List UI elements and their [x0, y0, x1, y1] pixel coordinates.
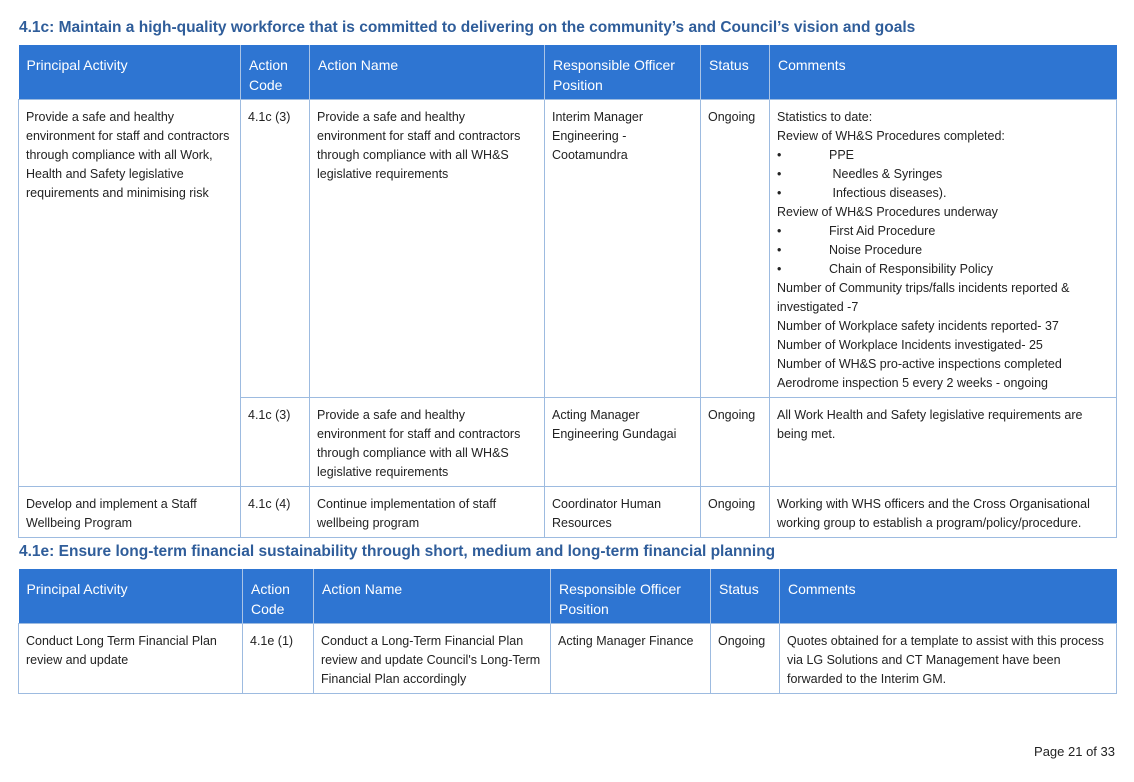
header-principal-activity: Principal Activity — [18, 569, 243, 623]
cell-action-name: Conduct a Long-Term Financial Plan revie… — [313, 622, 551, 694]
header-action-name: Action Name — [313, 569, 551, 623]
table-row: 4.1c (3) Provide a safe and healthy envi… — [19, 396, 1117, 487]
header-principal-activity: Principal Activity — [18, 45, 241, 99]
comment-line: Number of WH&S pro-active inspections co… — [777, 356, 1062, 371]
comment-line: Review of WH&S Procedures underway — [777, 204, 998, 219]
header-status: Status — [700, 45, 770, 99]
cell-action-name: Provide a safe and healthy environment f… — [309, 396, 545, 487]
section-heading-4-1e: 4.1e: Ensure long-term financial sustain… — [19, 543, 776, 560]
cell-action-code: 4.1c (3) — [240, 396, 310, 487]
comment-bullet: •Noise Procedure — [777, 241, 1108, 260]
table-header-row: Principal Activity Action Code Action Na… — [18, 45, 1117, 99]
bullet-icon: • — [777, 185, 782, 200]
bullet-icon: • — [777, 147, 782, 162]
bullet-icon: • — [777, 223, 782, 238]
cell-principal-activity: Provide a safe and healthy environment f… — [18, 98, 241, 487]
cell-responsible-officer: Acting Manager Engineering Gundagai — [544, 396, 701, 487]
header-action-code: Action Code — [242, 569, 314, 623]
comment-bullet: • Infectious diseases). — [777, 184, 1108, 203]
table-row: Conduct Long Term Financial Plan review … — [18, 622, 1117, 694]
comment-line: Number of Workplace Incidents investigat… — [777, 337, 1043, 352]
comment-bullet: •PPE — [777, 146, 1108, 165]
page-number: Page 21 of 33 — [1034, 744, 1115, 759]
header-status: Status — [710, 569, 780, 623]
cell-action-code: 4.1c (4) — [240, 485, 310, 538]
comment-line: Number of Workplace safety incidents rep… — [777, 318, 1059, 333]
cell-responsible-officer: Coordinator Human Resources — [544, 485, 701, 538]
comment-line: Number of Community trips/falls incident… — [777, 280, 1070, 314]
cell-action-code: 4.1e (1) — [242, 622, 314, 694]
cell-responsible-officer: Interim Manager Engineering - Cootamundr… — [544, 98, 701, 398]
cell-status: Ongoing — [710, 622, 780, 694]
header-responsible-officer: Responsible Officer Position — [544, 45, 701, 99]
comment-bullet: •Chain of Responsibility Policy — [777, 260, 1108, 279]
table-header-row: Principal Activity Action Code Action Na… — [18, 569, 1117, 623]
bullet-icon: • — [777, 261, 782, 276]
cell-action-name: Continue implementation of staff wellbei… — [309, 485, 545, 538]
cell-comments: Quotes obtained for a template to assist… — [779, 622, 1117, 694]
cell-status: Ongoing — [700, 98, 770, 398]
cell-comments: All Work Health and Safety legislative r… — [769, 396, 1117, 487]
table-row: Develop and implement a Staff Wellbeing … — [18, 485, 1117, 538]
header-comments: Comments — [779, 569, 1117, 623]
comment-line: Review of WH&S Procedures completed: — [777, 128, 1005, 143]
cell-comments: Working with WHS officers and the Cross … — [769, 485, 1117, 538]
comment-line: Aerodrome inspection 5 every 2 weeks - o… — [777, 375, 1048, 390]
cell-principal-activity: Conduct Long Term Financial Plan review … — [18, 622, 243, 694]
cell-comments: Statistics to date: Review of WH&S Proce… — [769, 98, 1117, 398]
cell-action-name: Provide a safe and healthy environment f… — [309, 98, 545, 398]
cell-status: Ongoing — [700, 485, 770, 538]
cell-action-code: 4.1c (3) — [240, 98, 310, 398]
table-4-1e: Principal Activity Action Code Action Na… — [18, 569, 1117, 694]
comment-bullet: • Needles & Syringes — [777, 165, 1108, 184]
header-action-code: Action Code — [240, 45, 310, 99]
comment-bullet: •First Aid Procedure — [777, 222, 1108, 241]
cell-principal-activity: Develop and implement a Staff Wellbeing … — [18, 485, 241, 538]
cell-responsible-officer: Acting Manager Finance — [550, 622, 711, 694]
bullet-icon: • — [777, 166, 782, 181]
table-row: Provide a safe and healthy environment f… — [18, 98, 1117, 487]
section-heading-4-1c: 4.1c: Maintain a high-quality workforce … — [19, 19, 916, 36]
header-responsible-officer: Responsible Officer Position — [550, 569, 711, 623]
cell-status: Ongoing — [700, 396, 770, 487]
header-action-name: Action Name — [309, 45, 545, 99]
table-4-1c: Principal Activity Action Code Action Na… — [18, 45, 1117, 538]
bullet-icon: • — [777, 242, 782, 257]
header-comments: Comments — [769, 45, 1117, 99]
comment-line: Statistics to date: — [777, 109, 873, 124]
